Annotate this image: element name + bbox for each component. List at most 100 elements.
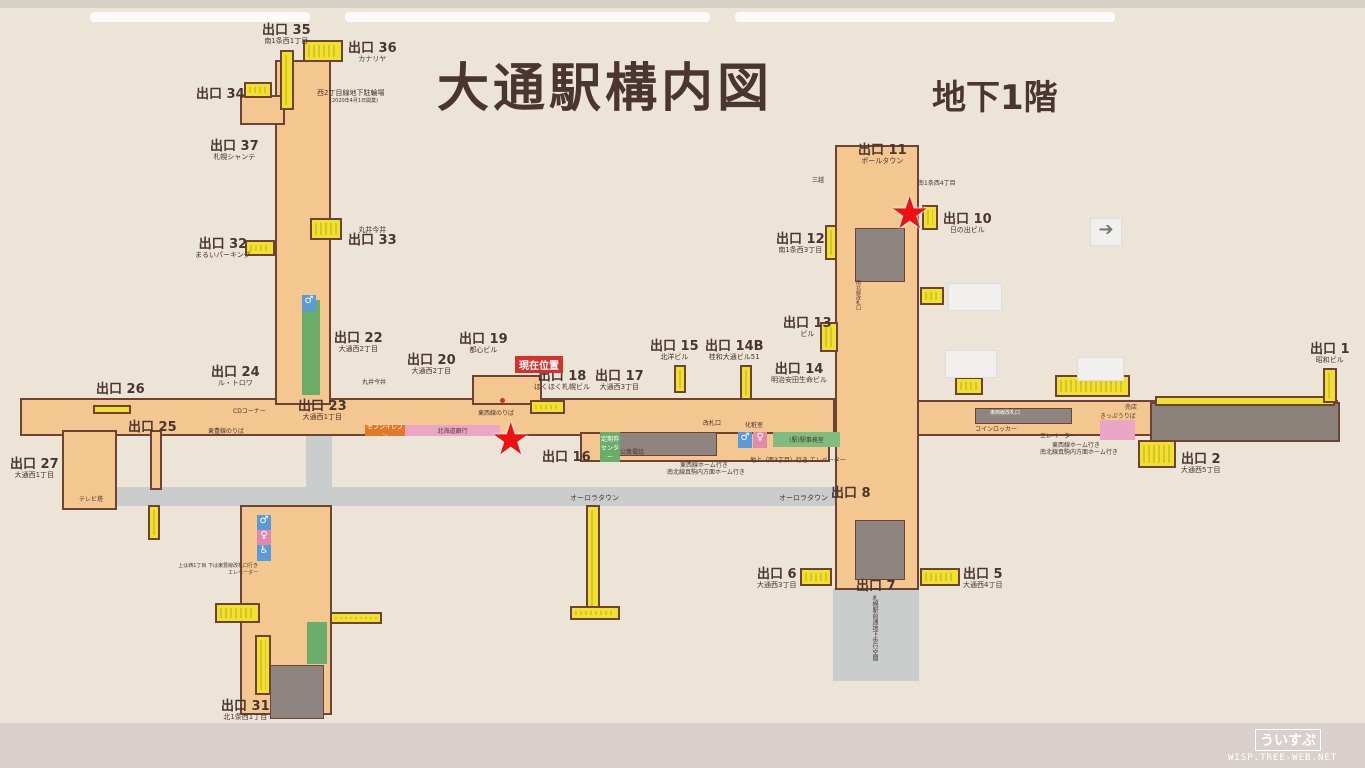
toilet-women-icon: ♀	[257, 530, 271, 546]
namboku-gate-label: 南北線改札口	[855, 280, 861, 310]
stairs	[303, 40, 343, 62]
tozai-home-label: 東西線ホーム行き	[680, 462, 728, 469]
tozai-platform-label: 東西線のりば	[478, 410, 515, 417]
current-location-dot	[500, 398, 505, 403]
stairs	[1138, 440, 1176, 468]
ticket-gate-label: 改札口	[703, 420, 722, 427]
stairs	[955, 377, 983, 395]
aurora-town-label: オーロラタウン	[779, 494, 828, 502]
exit-26: 出口 26	[96, 382, 145, 397]
corridor	[150, 430, 162, 490]
central-corridor	[835, 145, 919, 590]
reflection	[90, 12, 310, 22]
stairs	[920, 568, 960, 586]
s1w4-label: 南1条西4丁目	[918, 180, 956, 187]
stairs	[280, 50, 294, 110]
teiki-center: 定期券センター	[600, 432, 620, 462]
reflection	[345, 12, 710, 22]
seven-eleven: セブンイレブン	[365, 424, 405, 440]
walkway-label: 札幌駅前通地下歩行空間	[871, 595, 878, 661]
exit-7: 出口 7	[856, 579, 896, 594]
tozai-gate-east	[975, 408, 1072, 424]
stairs	[530, 400, 565, 414]
accessible-toilet-icon: ♿	[257, 545, 271, 561]
building-block	[948, 283, 1002, 311]
station-office: (駅)駅事務室	[773, 432, 840, 447]
shop-label: 売店	[1125, 404, 1138, 411]
elevator-w3-label: 地上（西3丁目）行き エレベーター	[750, 457, 846, 464]
toilet-men-icon: ♂	[302, 295, 316, 311]
watermark-logo: ういすぷ	[1255, 729, 1321, 751]
wall	[0, 723, 1365, 768]
stairs	[570, 606, 620, 620]
namboku-gate-south	[855, 520, 905, 580]
underground-walkway	[833, 588, 919, 681]
exit-25: 出口 25	[128, 420, 177, 435]
stairs	[255, 635, 271, 695]
corridor	[62, 430, 117, 510]
aurora-town-passage	[115, 487, 835, 506]
stairs	[215, 603, 260, 623]
gate-area	[1150, 402, 1340, 442]
elevator-label: エレベーター	[1040, 433, 1077, 440]
stairs	[245, 240, 275, 256]
tv-tower: テレビ塔	[78, 495, 103, 503]
bicycle-parking-date: (2020年4月1日開業)	[330, 98, 378, 104]
mitsukoshi-label: 三越	[812, 177, 825, 184]
stairs	[148, 505, 160, 540]
stairs	[93, 405, 131, 414]
facility	[302, 300, 320, 395]
marui-label: 丸井今井	[362, 379, 387, 386]
namboku-gate-north	[855, 228, 905, 282]
map-title: 大通駅構内図	[437, 59, 774, 119]
toilet-men-icon: ♂	[257, 515, 271, 531]
building-block	[945, 350, 997, 378]
exit-34: 出口 34	[196, 87, 245, 102]
teiki-center-south	[307, 622, 327, 664]
tozai-gate-label: 東西線改札口	[990, 410, 1021, 416]
toho-gate	[270, 665, 324, 719]
toho-platform-label: 東豊線のりば	[208, 428, 245, 435]
stairs	[740, 365, 752, 400]
toilet-label: 化粧室	[745, 422, 764, 429]
cd-corner-label: CDコーナー	[233, 408, 266, 415]
ceiling	[0, 0, 1365, 10]
toilet-women-icon: ♀	[753, 432, 767, 448]
bicycle-parking-label: 西2丁目線地下駐輪場	[317, 89, 385, 97]
arrow-right-icon: ➔	[1090, 218, 1122, 246]
star-marker-icon: ★	[491, 414, 531, 465]
stairs	[820, 322, 838, 352]
stairs	[586, 505, 600, 615]
exit-33: 丸井今井出口 33	[348, 226, 397, 248]
toilet-men-icon: ♂	[738, 432, 752, 448]
coin-locker-label: コインロッカー	[975, 426, 1018, 433]
stairs	[330, 612, 382, 624]
stairs	[674, 365, 686, 393]
watermark-url: WISP.TREE-WEB.NET	[1228, 753, 1338, 763]
corridor	[240, 95, 285, 125]
stairs	[920, 287, 944, 305]
stairs	[1155, 396, 1335, 406]
